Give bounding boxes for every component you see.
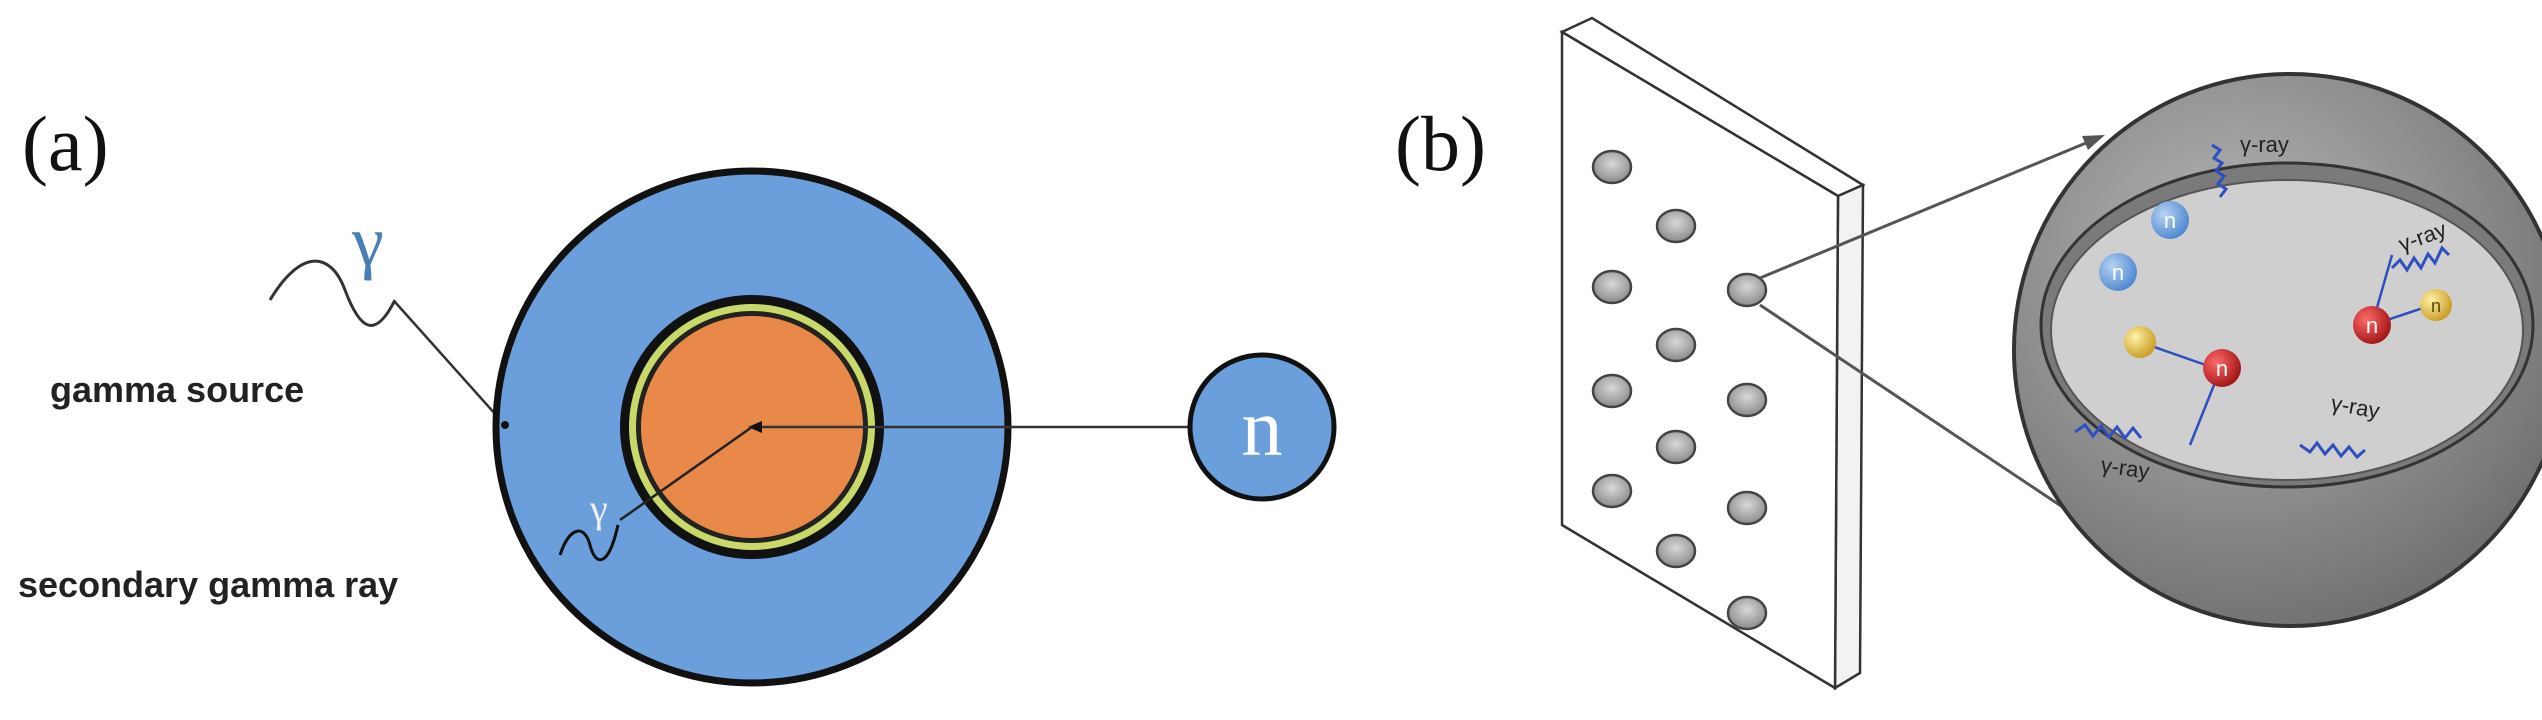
panel-b-label: (b) <box>1395 100 1486 187</box>
neutron-particle-label: n <box>2164 208 2176 233</box>
gamma-wave <box>2211 143 2229 198</box>
red-particle <box>2353 306 2391 344</box>
gamma-source-symbol: γ <box>351 201 384 281</box>
secondary-gamma-symbol: γ <box>589 486 608 531</box>
red-particle-label: n <box>2216 356 2228 381</box>
secondary-gamma-wave <box>558 524 620 562</box>
neutron-particle <box>2151 201 2189 239</box>
gamma-waves <box>2074 143 2451 460</box>
panel-a: (a) γ gamma source γ secondary gamma ray… <box>18 100 1337 687</box>
dimple <box>1726 382 1768 418</box>
plate-side-face <box>1833 183 1865 691</box>
dimple <box>1591 149 1633 185</box>
sphere-inner-chamber <box>2050 179 2524 481</box>
gamma-source-wave <box>268 259 397 327</box>
gamma-source-pointer <box>394 301 506 426</box>
gamma-wave <box>2390 245 2451 273</box>
dimple <box>1655 429 1697 465</box>
zoom-line-top <box>1759 136 2099 280</box>
yellow-particle <box>2124 326 2156 358</box>
zoom-line-bottom <box>1759 303 2119 546</box>
dimple <box>1591 269 1633 305</box>
dimple <box>1726 490 1768 526</box>
source-point <box>501 421 509 429</box>
neutron-label: n <box>1242 382 1283 473</box>
neutron-path-arrowhead <box>748 421 762 433</box>
neutron-particle-label: n <box>2112 260 2124 285</box>
panel-a-label: (a) <box>22 100 109 187</box>
plate-dimples <box>1591 149 1768 631</box>
yellow-particle-label: n <box>2431 296 2441 316</box>
dimple <box>1655 327 1697 363</box>
neutron-circle <box>1187 352 1337 502</box>
neutron-particle <box>2099 253 2137 291</box>
zoom-arrow-top <box>2082 135 2105 150</box>
dimple <box>1726 595 1768 631</box>
gamma-ray-label: γ-ray <box>2240 132 2289 157</box>
dimple <box>1655 208 1697 244</box>
secondary-gamma-label: secondary gamma ray <box>18 564 398 605</box>
dimple <box>1655 533 1697 569</box>
gamma-wave <box>2299 440 2366 460</box>
red-particle <box>2203 349 2241 387</box>
red-particle-label: n <box>2366 313 2378 338</box>
gamma-source-label: gamma source <box>50 369 304 410</box>
yellow-particle <box>2420 289 2452 321</box>
plate-front-face <box>1560 29 1840 691</box>
panel-b: (b) <box>1395 16 2542 691</box>
particles: n n n n n <box>2099 201 2452 387</box>
secondary-gamma-line <box>619 425 753 522</box>
gamma-wave <box>2074 422 2143 441</box>
dimple <box>1591 473 1633 509</box>
dimple <box>1591 373 1633 409</box>
dimple <box>1726 272 1768 308</box>
